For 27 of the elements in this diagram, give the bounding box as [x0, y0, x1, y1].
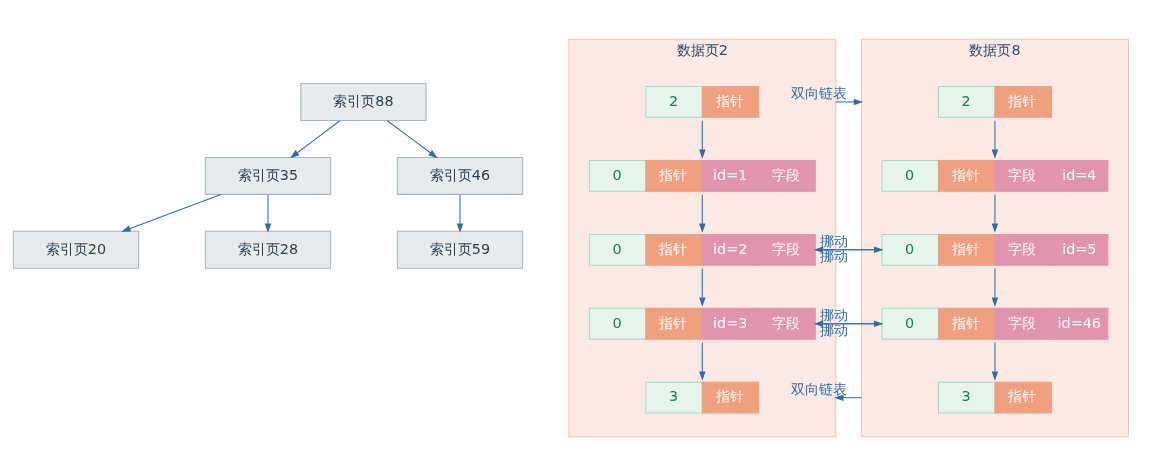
arrow [834, 393, 862, 401]
node-box: 索引页20 [12, 230, 140, 269]
arrow [991, 119, 999, 159]
edge-label: 挪动 [819, 321, 848, 338]
edge-label: 双向链表 [790, 380, 847, 397]
node-box: 索引页35 [204, 156, 332, 195]
edge-label: 挪动 [819, 306, 848, 323]
arrow [699, 341, 706, 381]
arrow [290, 119, 341, 158]
node-box: 索引页88 [300, 82, 427, 121]
arrow [699, 267, 706, 307]
arrow [991, 267, 999, 307]
arrow [991, 193, 999, 233]
node-box: 索引页59 [396, 230, 524, 269]
node-box: 索引页46 [396, 156, 524, 195]
arrow [386, 119, 438, 158]
node-box: 索引页28 [204, 230, 332, 269]
edge-label: 挪动 [819, 232, 848, 249]
arrow [699, 119, 706, 159]
arrow [121, 193, 222, 232]
arrow [699, 193, 706, 233]
arrow [456, 193, 464, 233]
arrow [991, 341, 999, 381]
arrow [835, 98, 864, 105]
arrow [264, 193, 272, 233]
edge-label: 挪动 [819, 247, 848, 264]
edge-label: 双向链表 [790, 84, 847, 101]
